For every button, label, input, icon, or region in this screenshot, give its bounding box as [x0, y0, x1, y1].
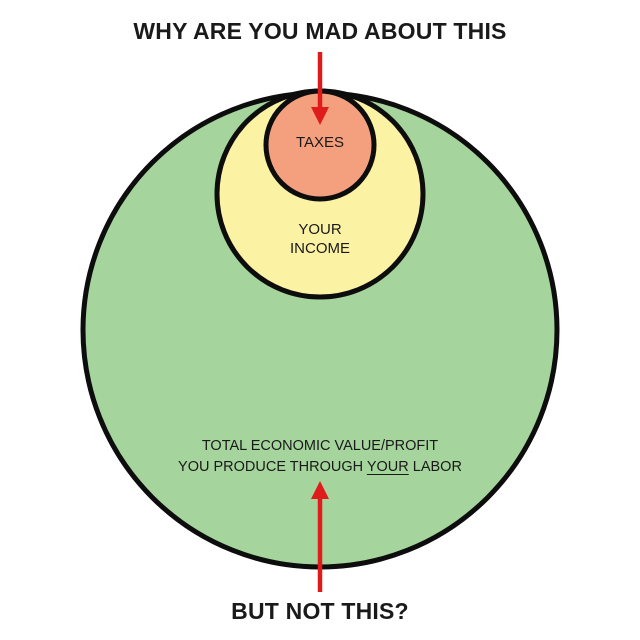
- taxes-label: TAXES: [295, 134, 345, 151]
- total-value-label: TOTAL ECONOMIC VALUE/PROFIT YOU PRODUCE …: [100, 436, 540, 478]
- income-label-line2: INCOME: [290, 240, 350, 257]
- total-value-label-line2-before: YOU PRODUCE THROUGH: [178, 459, 367, 475]
- total-value-label-line2-after: LABOR: [408, 459, 462, 475]
- total-value-label-line2: YOU PRODUCE THROUGH YOUR LABOR: [100, 457, 540, 478]
- total-value-label-line1: TOTAL ECONOMIC VALUE/PROFIT: [201, 438, 439, 454]
- income-label: YOUR INCOME: [250, 220, 390, 258]
- top-question-text: WHY ARE YOU MAD ABOUT THIS: [133, 18, 507, 44]
- total-value-label-emphasis: YOUR: [366, 459, 409, 475]
- bottom-question-text: BUT NOT THIS?: [231, 598, 409, 624]
- income-label-line1: YOUR: [298, 221, 342, 238]
